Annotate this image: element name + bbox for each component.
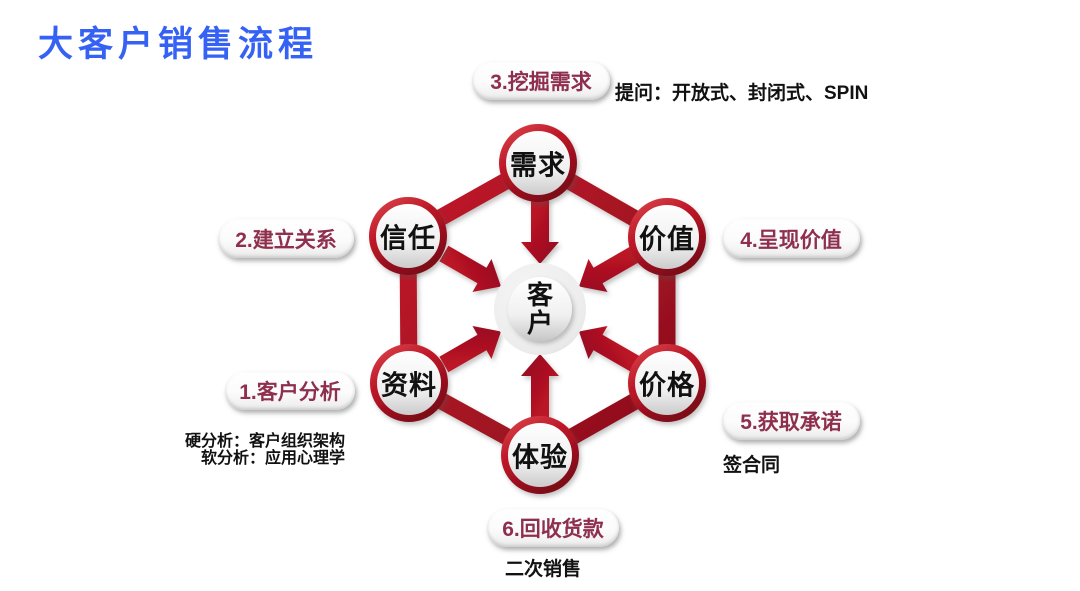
note-analysis: 硬分析：客户组织架构 软分析：应用心理学	[180, 433, 345, 467]
node-circle-materials	[370, 344, 448, 422]
page-title: 大客户销售流程	[38, 25, 319, 64]
note-sign-contract: 签合同	[723, 455, 781, 476]
note-analysis-soft: 软分析：应用心理学	[200, 450, 345, 467]
step-pill-dig-needs: 3.挖掘需求	[472, 62, 610, 100]
note-analysis-hard: 硬分析：客户组织架构	[184, 433, 345, 450]
node-label-materials: 资料	[381, 370, 437, 401]
node-circle-experience	[501, 416, 579, 494]
note-second-sale: 二次销售	[505, 559, 582, 580]
inward-arrows	[434, 198, 646, 420]
node-label-price: 价格	[639, 370, 695, 401]
center-label: 客户	[526, 279, 553, 338]
node-label-value: 价值	[639, 224, 695, 255]
center-circle	[508, 277, 572, 341]
step-pill-build-relationship: 2.建立关系	[218, 219, 354, 258]
node-label-trust: 信任	[380, 223, 436, 254]
node-label-experience: 体验	[512, 442, 568, 473]
node-circle-value	[628, 198, 706, 276]
step-pill-present-value: 4.呈现价值	[722, 219, 860, 258]
node-label-needs: 需求	[510, 150, 566, 181]
step-pill-gain-commitment: 5.获取承诺	[722, 402, 860, 440]
note-questioning: 提问：开放式、封闭式、SPIN	[615, 83, 869, 104]
step-pill-customer-analysis: 1.客户分析	[225, 372, 355, 410]
node-circle-needs	[499, 124, 577, 202]
node-circle-trust	[369, 197, 447, 275]
step-pill-collect-payment: 6.回收货款	[487, 509, 619, 547]
node-circle-price	[628, 344, 706, 422]
